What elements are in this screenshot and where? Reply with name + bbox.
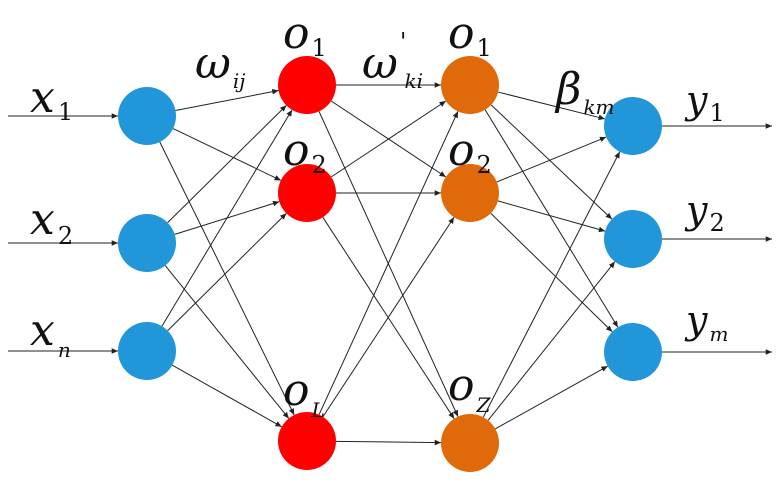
edge-input-3-to-hidden1-3 bbox=[172, 364, 282, 428]
output-label-2: y2 bbox=[684, 188, 725, 237]
nodes bbox=[118, 56, 662, 472]
input-node-2 bbox=[118, 214, 176, 272]
edge-input-1-to-hidden1-3 bbox=[159, 141, 295, 416]
edge-input-2-to-hidden1-3 bbox=[164, 265, 290, 419]
edge-hidden2-2-to-output-2 bbox=[497, 200, 606, 233]
edge-input-3-to-hidden1-2 bbox=[167, 213, 287, 331]
edge-input-1-to-hidden1-1 bbox=[175, 88, 279, 111]
hidden2-node-1 bbox=[441, 56, 499, 114]
edge-input-1-to-hidden1-2 bbox=[172, 128, 282, 181]
edge-hidden1-3-to-hidden2-2 bbox=[322, 216, 455, 418]
output-node-3 bbox=[604, 323, 662, 381]
weight-label-wki: ω'ki bbox=[362, 28, 423, 93]
output-node-1 bbox=[604, 97, 662, 155]
edge-input-2-to-hidden1-1 bbox=[167, 105, 287, 223]
input-node-1 bbox=[118, 87, 176, 145]
hidden2-label-2: o2 bbox=[448, 125, 492, 179]
hidden2-node-3 bbox=[441, 414, 499, 472]
hidden1-label-1: o1 bbox=[283, 8, 327, 62]
hidden1-node-3 bbox=[278, 412, 336, 470]
edge-input-3-to-hidden1-1 bbox=[161, 109, 293, 327]
edge-hidden1-3-to-hidden2-3 bbox=[335, 439, 442, 446]
hidden1-label-2: o2 bbox=[283, 125, 327, 179]
edge-hidden1-2-to-hidden2-3 bbox=[322, 217, 455, 419]
edge-hidden2-3-to-output-3 bbox=[495, 365, 608, 430]
edge-hidden2-1-to-output-1 bbox=[498, 91, 605, 121]
edge-hidden2-1-to-output-3 bbox=[484, 109, 619, 328]
hidden2-node-2 bbox=[441, 164, 499, 222]
output-label-1: y1 bbox=[684, 78, 725, 127]
hidden2-label-1: o1 bbox=[448, 8, 492, 62]
edge-hidden1-2-to-hidden2-1 bbox=[330, 100, 447, 178]
hidden1-node-1 bbox=[278, 56, 336, 114]
edge-hidden2-2-to-output-1 bbox=[496, 136, 607, 183]
connections bbox=[8, 82, 772, 446]
edge-hidden1-3-to-hidden2-1 bbox=[318, 111, 459, 415]
hidden1-node-2 bbox=[278, 164, 336, 222]
edge-hidden2-3-to-output-1 bbox=[482, 151, 621, 418]
edge-hidden2-3-to-output-2 bbox=[487, 261, 616, 421]
input-node-3 bbox=[118, 322, 176, 380]
edge-hidden2-2-to-output-3 bbox=[490, 212, 613, 333]
output-node-2 bbox=[604, 210, 662, 268]
edge-hidden2-1-to-output-2 bbox=[490, 104, 613, 220]
